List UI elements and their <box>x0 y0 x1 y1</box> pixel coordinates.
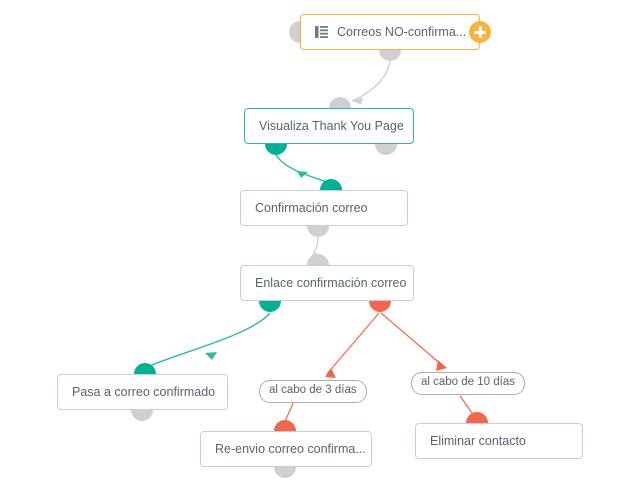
port-bottom-failure-enlace-confirmacion-correo[interactable] <box>369 301 391 312</box>
edge-label-text: al cabo de 3 días <box>269 384 357 396</box>
node-enlace-confirmacion-correo[interactable]: Enlace confirmación correo <box>240 265 414 301</box>
edge-label-al-cabo-de-3-dias[interactable]: al cabo de 3 días <box>259 380 367 403</box>
port-bottom-re-envio-correo-confirmado[interactable] <box>274 467 296 478</box>
node-visualiza-thank-you-page[interactable]: Visualiza Thank You Page <box>244 108 414 144</box>
port-top-confirmacion-correo[interactable] <box>320 179 342 190</box>
list-icon <box>315 26 328 38</box>
node-correos-no-confirmados[interactable]: Correos NO-confirma... <box>300 14 480 50</box>
node-re-envio-correo-confirmado[interactable]: Re-envio correo confirma... <box>200 431 372 467</box>
port-bottom-success-enlace-confirmacion-correo[interactable] <box>259 301 281 312</box>
edge-enlace-to-3dias <box>326 312 380 375</box>
port-bottom-right-visualiza-thank-you-page[interactable] <box>375 144 397 155</box>
edge-arrow-correos-to-visualiza <box>352 97 363 105</box>
node-eliminar-contacto[interactable]: Eliminar contacto <box>415 423 583 459</box>
node-label: Enlace confirmación correo <box>255 275 407 290</box>
edge-visualiza-to-confirmacion <box>275 154 331 184</box>
node-label: Pasa a correo confirmado <box>72 384 216 399</box>
edge-correos-to-visualiza <box>351 60 391 102</box>
node-pasa-a-correo-confirmado[interactable]: Pasa a correo confirmado <box>57 374 228 410</box>
port-top-re-envio-correo-confirmado[interactable] <box>274 420 296 431</box>
edge-enlace-to-10dias <box>380 312 444 367</box>
port-bottom-left-visualiza-thank-you-page[interactable] <box>265 144 287 155</box>
edge-label-al-cabo-de-10-dias[interactable]: al cabo de 10 días <box>411 372 525 395</box>
edge-arrow-enlace-to-10dias <box>436 360 447 371</box>
edge-arrow-enlace-to-3dias <box>325 368 336 378</box>
node-label: Visualiza Thank You Page <box>259 118 404 133</box>
port-top-visualiza-thank-you-page[interactable] <box>329 97 351 108</box>
port-top-enlace-confirmacion-correo[interactable] <box>307 254 329 265</box>
port-bottom-correos-no-confirmados[interactable] <box>379 50 401 61</box>
edge-enlace-to-pasa <box>144 312 271 369</box>
node-label: Eliminar contacto <box>430 433 526 448</box>
edge-arrow-visualiza-to-confirmacion <box>297 171 308 178</box>
port-bottom-confirmacion-correo[interactable] <box>307 226 329 237</box>
node-label: Confirmación correo <box>255 200 368 215</box>
port-left-correos-no-confirmados[interactable] <box>289 21 300 43</box>
node-label: Re-envio correo confirma... <box>215 441 366 456</box>
port-top-pasa-a-correo-confirmado[interactable] <box>134 363 156 374</box>
port-top-eliminar-contacto[interactable] <box>466 412 488 423</box>
edge-label-text: al cabo de 10 días <box>421 376 515 388</box>
port-bottom-pasa-a-correo-confirmado[interactable] <box>131 410 153 421</box>
node-confirmacion-correo[interactable]: Confirmación correo <box>240 190 408 226</box>
add-node-button[interactable] <box>469 21 491 43</box>
node-label: Correos NO-confirma... <box>337 24 467 39</box>
edge-arrow-enlace-to-pasa <box>205 352 217 360</box>
